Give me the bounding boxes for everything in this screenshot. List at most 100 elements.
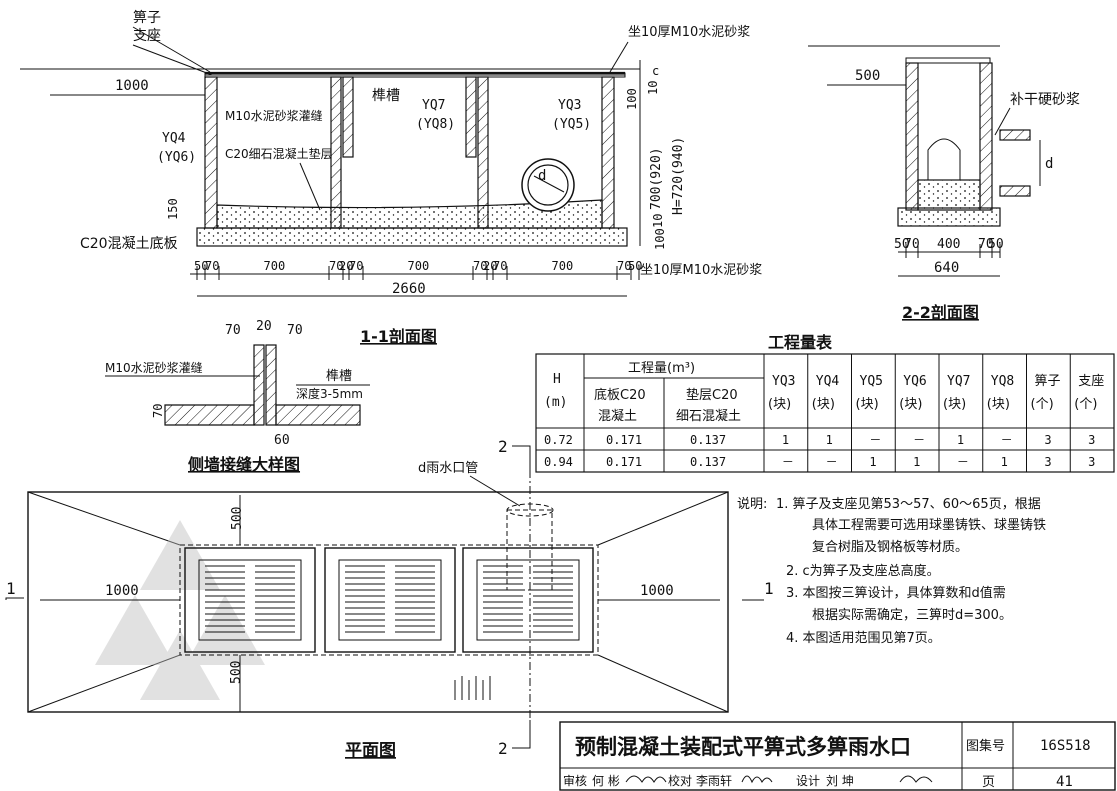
table-col-unit: (块) xyxy=(812,397,835,412)
bottom-dim-value: 20 xyxy=(483,259,497,273)
s22-mortar-leader xyxy=(994,107,1011,136)
pipe-d-label: d xyxy=(538,168,546,184)
review-signature xyxy=(625,775,667,783)
plan-grate-frame xyxy=(324,547,456,653)
note-3a: 3. 本图按三箅设计，具体算数和d值需 xyxy=(786,585,1006,601)
plan-mark-1-left-line xyxy=(5,597,24,600)
mortar-bottom-label: 坐10厚M10水泥砂浆 xyxy=(640,263,762,278)
dim-h-label: H=720(940) xyxy=(671,137,686,215)
plan-grate-frame xyxy=(462,547,594,653)
plan-mark-1-right: 1 xyxy=(764,579,774,598)
s22-dim-value: 50 xyxy=(988,237,1004,252)
page-label: 页 xyxy=(982,775,995,790)
table-cell: 1 xyxy=(957,433,964,447)
table-cell: 0.94 xyxy=(544,455,573,469)
table-h: H xyxy=(553,372,561,387)
plan-mark-2-bottom-line xyxy=(512,720,531,749)
watermark-triangles xyxy=(95,520,265,700)
plan-outline xyxy=(27,491,729,713)
design-signature xyxy=(899,775,933,783)
dim-100-label: 100 xyxy=(625,88,639,110)
plan-diag-4 xyxy=(597,654,729,713)
note-1c: 复合树脂及钢格板等材质。 xyxy=(812,539,968,555)
s22-pipe-bottom xyxy=(999,185,1031,197)
table-col-unit: (个) xyxy=(1074,397,1097,412)
table-cell: － xyxy=(913,433,925,447)
pipe-dim-line xyxy=(533,175,565,193)
note-4: 4. 本图适用范围见第7页。 xyxy=(786,631,941,646)
dim-1000-label: 1000 xyxy=(115,78,149,94)
table-base-1: 底板C20 xyxy=(594,387,646,403)
atlas-no: 16S518 xyxy=(1040,738,1091,754)
s22-bed xyxy=(917,179,981,211)
plan-grate-frame xyxy=(184,547,316,653)
yq6-label: (YQ6) xyxy=(157,150,196,165)
mid-wall-1b xyxy=(342,76,354,158)
notes-heading: 说明: xyxy=(737,497,767,512)
dim-10b-label: 10 xyxy=(651,214,665,228)
bottom-dim-value: 700 xyxy=(552,259,574,273)
section-2-2-title: 2-2剖面图 xyxy=(902,303,979,322)
table-cell: － xyxy=(826,455,838,469)
total-2660: 2660 xyxy=(392,281,426,297)
dim-150-label: 150 xyxy=(166,198,180,220)
section-1-1-title: 1-1剖面图 xyxy=(360,327,437,346)
joint-wall-b xyxy=(265,344,277,426)
joint-slab-right xyxy=(275,404,361,426)
table-frame xyxy=(535,353,1115,473)
bottom-dim-value: 700 xyxy=(264,259,286,273)
quantity-table: 工程量表 YQ3(块)YQ4(块)YQ5(块)YQ6(块)YQ7(块)YQ8(块… xyxy=(535,333,1115,473)
check-label: 校对 xyxy=(668,773,692,788)
s22-dim-value: 70 xyxy=(978,237,994,252)
plan-mark-2-top-line xyxy=(512,445,531,470)
s22-500-label: 500 xyxy=(855,68,880,84)
left-wall xyxy=(204,76,218,229)
table-col-unit: (块) xyxy=(987,397,1010,412)
mortar-top-leader xyxy=(609,41,629,73)
s22-total: 640 xyxy=(934,260,959,276)
notes: 说明: 1. 箅子及支座见第53～57、60～65页，根据 具体工程需要可选用球… xyxy=(737,496,1046,646)
plan-diag-1 xyxy=(27,491,181,546)
table-cell: 1 xyxy=(826,433,833,447)
table-cell: 1 xyxy=(1001,455,1008,469)
table-cell: － xyxy=(869,433,881,447)
dim-10a-label: 10 xyxy=(646,81,660,95)
review-name: 何 彬 xyxy=(592,774,620,788)
plan-grates xyxy=(184,547,594,653)
plan-dim-left: 1000 xyxy=(105,583,139,599)
table-cell: 0.171 xyxy=(606,433,642,447)
table-base-2: 混凝土 xyxy=(598,408,637,424)
plan-diag-2 xyxy=(597,491,729,546)
table-col-name: YQ8 xyxy=(991,374,1014,389)
joint-slab-left xyxy=(164,404,255,426)
yq7-label: YQ7 xyxy=(422,98,445,113)
s22-left-wall xyxy=(905,62,919,211)
s22-pipe-top xyxy=(999,129,1031,141)
plan-grate-inner xyxy=(338,559,442,641)
table-bed-2: 细石混凝土 xyxy=(676,408,741,424)
joint-dim-70a: 70 xyxy=(225,323,241,338)
note-1a: 1. 箅子及支座见第53～57、60～65页，根据 xyxy=(776,496,1041,512)
plan-pipe-leader xyxy=(469,475,521,507)
joint-wall-a xyxy=(253,344,265,426)
s22-right-wall xyxy=(979,62,993,211)
table-cell: 1 xyxy=(913,455,920,469)
table-col-unit: (个) xyxy=(1031,397,1054,412)
grate-band xyxy=(204,72,626,78)
mortar-top-label: 坐10厚M10水泥砂浆 xyxy=(628,25,750,40)
plan-mark-2-top: 2 xyxy=(498,437,508,456)
bottom-dim-value: 20 xyxy=(339,259,353,273)
table-col-name: 箅子 xyxy=(1035,373,1061,389)
dim-700-label: 700(920) xyxy=(649,147,664,210)
bottom-dim-value: 70 xyxy=(349,259,363,273)
table-col-name: 支座 xyxy=(1078,374,1104,389)
plan-ticks xyxy=(454,676,491,700)
s22-grate xyxy=(905,57,991,64)
grate-label: 箅子 xyxy=(133,10,161,26)
joint-dim-60: 60 xyxy=(274,433,290,448)
table-cell: 1 xyxy=(869,455,876,469)
plan-pipe-label: d雨水口管 xyxy=(418,461,478,476)
table-h-unit: (m) xyxy=(544,395,567,410)
table-col-name: YQ6 xyxy=(903,374,926,389)
